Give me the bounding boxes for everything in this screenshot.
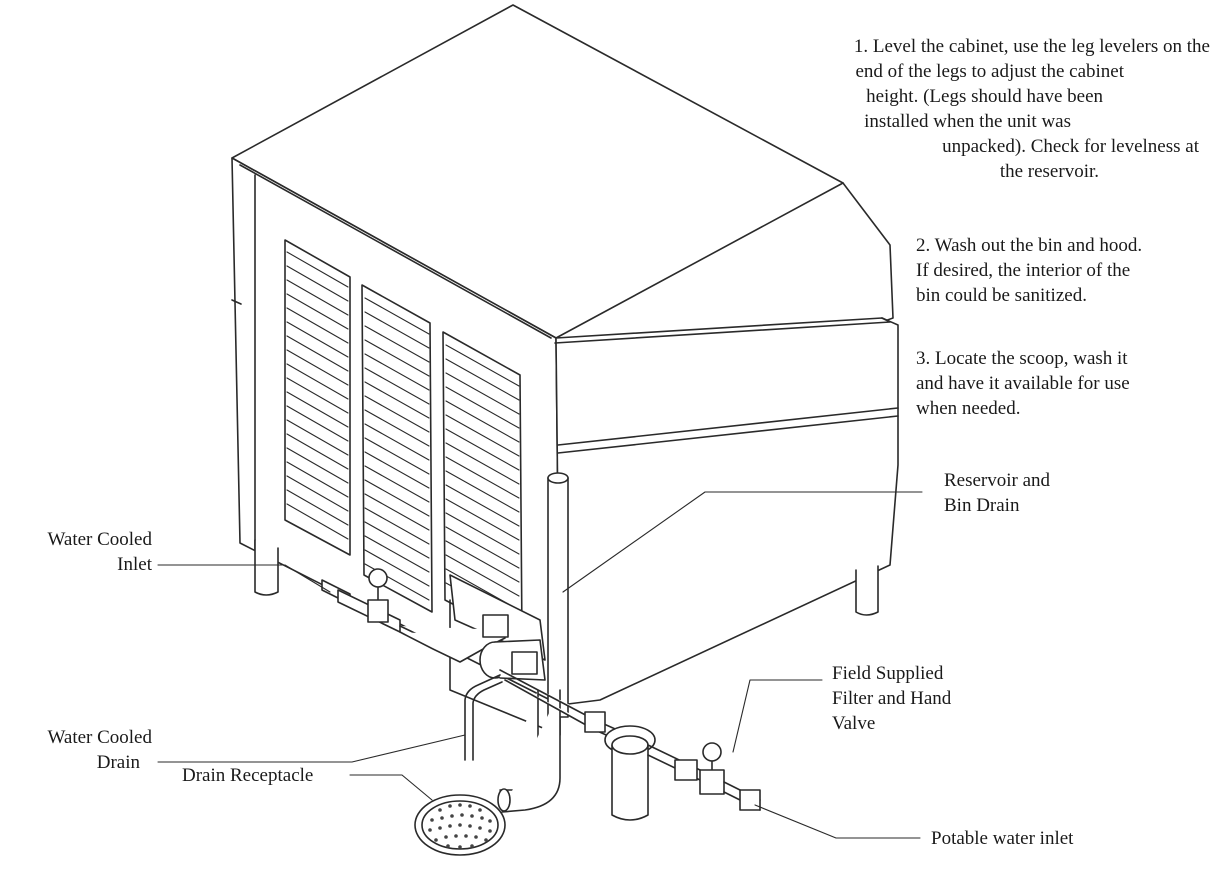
step2-line-1: 2. Wash out the bin and hood.	[916, 235, 1143, 256]
step2-line-3: bin could be sanitized.	[916, 285, 1087, 306]
receptacle-holes	[428, 803, 492, 849]
label-reservoir-line-1: Reservoir and	[944, 470, 1051, 491]
hand-valve	[647, 742, 761, 811]
label-water-cooled-drain-line-2: Drain	[96, 752, 140, 773]
step3-line-1: 3. Locate the scoop, wash it	[916, 348, 1128, 369]
label-field-filter-line-2: Filter and Hand	[832, 688, 952, 709]
bin-drain-standpipe	[547, 472, 569, 718]
step3-line-3: when needed.	[916, 398, 1021, 419]
reservoir-drain-elbow	[479, 639, 546, 681]
label-reservoir-bin-drain: Reservoir and Bin Drain	[944, 468, 1050, 518]
label-water-cooled-inlet-line-2: Inlet	[117, 554, 152, 575]
step2-line-2: If desired, the interior of the	[916, 260, 1131, 281]
instruction-step-1: 1. Level the cabinet, use the leg levele…	[854, 34, 1210, 184]
instruction-step-3: 3. Locate the scoop, wash it and have it…	[916, 346, 1130, 421]
louver-panel-1	[284, 239, 351, 556]
step1-line-4: installed when the unit was	[864, 111, 1071, 132]
leader-water-cooled-inlet	[157, 564, 331, 593]
louver-panel-2	[361, 284, 433, 613]
main-drain-pipe	[497, 689, 561, 813]
label-potable-water-inlet: Potable water inlet	[931, 826, 1073, 851]
step1-line-3: height. (Legs should have been	[866, 86, 1103, 107]
step1-line-6: the reservoir.	[999, 161, 1099, 182]
leader-potable-water	[754, 804, 921, 839]
step1-line-1: 1. Level the cabinet, use the leg levele…	[853, 36, 1210, 57]
leader-field-filter	[732, 679, 823, 753]
label-drain-receptacle: Drain Receptacle	[182, 763, 313, 788]
field-filter	[604, 725, 656, 821]
louver-slats	[286, 251, 520, 625]
step3-line-2: and have it available for use	[916, 373, 1130, 394]
cabinet-right-face	[554, 317, 899, 706]
leader-reservoir-bin-drain	[562, 491, 923, 593]
label-field-filter-line-3: Valve	[832, 713, 876, 734]
water-cooled-inlet-assembly	[321, 568, 509, 663]
label-water-cooled-drain: Water Cooled Drain	[0, 725, 152, 775]
step1-line-2: end of the legs to adjust the cabinet	[855, 61, 1124, 82]
label-field-filter-line-1: Field Supplied	[832, 663, 944, 684]
cabinet-legs	[254, 539, 879, 616]
label-potable-water-inlet-text: Potable water inlet	[931, 828, 1074, 849]
label-water-cooled-inlet-line-1: Water Cooled	[47, 529, 152, 550]
leader-lines	[157, 491, 923, 839]
water-cooled-drain-tube	[464, 674, 503, 761]
instruction-step-2: 2. Wash out the bin and hood. If desired…	[916, 233, 1142, 308]
step1-line-5: unpacked). Check for levelness at	[942, 136, 1199, 157]
leader-water-cooled-drain	[157, 734, 466, 763]
label-field-supplied-filter: Field Supplied Filter and Hand Valve	[832, 661, 951, 736]
label-reservoir-line-2: Bin Drain	[944, 495, 1020, 516]
leader-drain-receptacle	[349, 774, 433, 801]
label-drain-receptacle-text: Drain Receptacle	[182, 765, 314, 786]
label-water-cooled-inlet: Water Cooled Inlet	[0, 527, 152, 577]
label-water-cooled-drain-line-1: Water Cooled	[47, 727, 152, 748]
